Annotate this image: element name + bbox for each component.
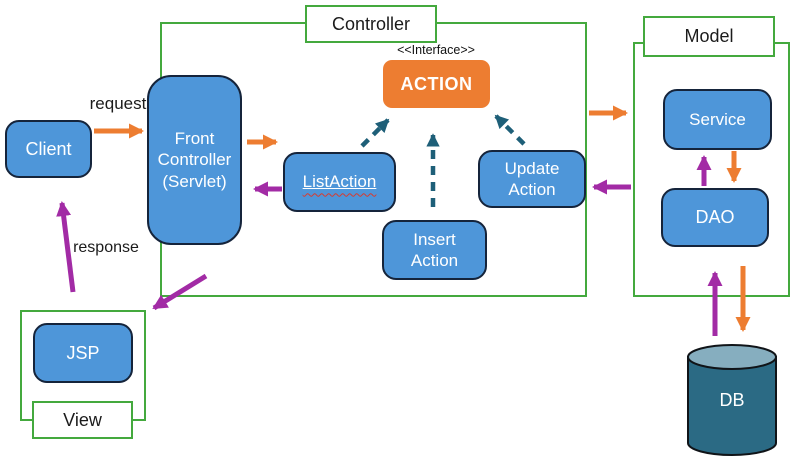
controller-region-label: Controller (305, 5, 437, 43)
request-label: request (89, 94, 147, 113)
node-action-label: ACTION (400, 73, 473, 94)
action-stereotype: <<Interface>> (397, 43, 475, 57)
view-region-label: View (32, 401, 133, 439)
node-db-label: DB (719, 390, 745, 410)
view-region-label-text: View (63, 409, 102, 430)
node-insert-action-label: Insert Action (410, 229, 459, 270)
node-insert-action: Insert Action (382, 220, 487, 280)
controller-region-label-text: Controller (331, 13, 411, 34)
node-client: Client (5, 120, 92, 178)
model-region-label-text: Model (684, 26, 734, 46)
node-list-action: ListAction (283, 152, 396, 212)
node-jsp: JSP (33, 323, 133, 383)
model-region (633, 42, 790, 297)
node-list-action-underline: ListAction (303, 171, 377, 192)
node-action: ACTION (383, 60, 490, 108)
response-label: response (73, 239, 139, 256)
node-update-action: Update Action (478, 150, 586, 208)
node-jsp-label: JSP (66, 342, 100, 363)
node-front-controller-label: Front Controller (Servlet) (157, 129, 232, 191)
node-update-action-label: Update Action (504, 158, 560, 199)
node-dao-label: DAO (695, 207, 735, 228)
model-region-label: Model (643, 16, 775, 57)
node-service-label: Service (689, 109, 746, 129)
node-service: Service (663, 89, 772, 150)
node-front-controller: Front Controller (Servlet) (147, 75, 242, 245)
node-list-action-label: ListAction (302, 172, 377, 192)
node-dao: DAO (661, 188, 769, 247)
node-client-label: Client (25, 138, 72, 159)
